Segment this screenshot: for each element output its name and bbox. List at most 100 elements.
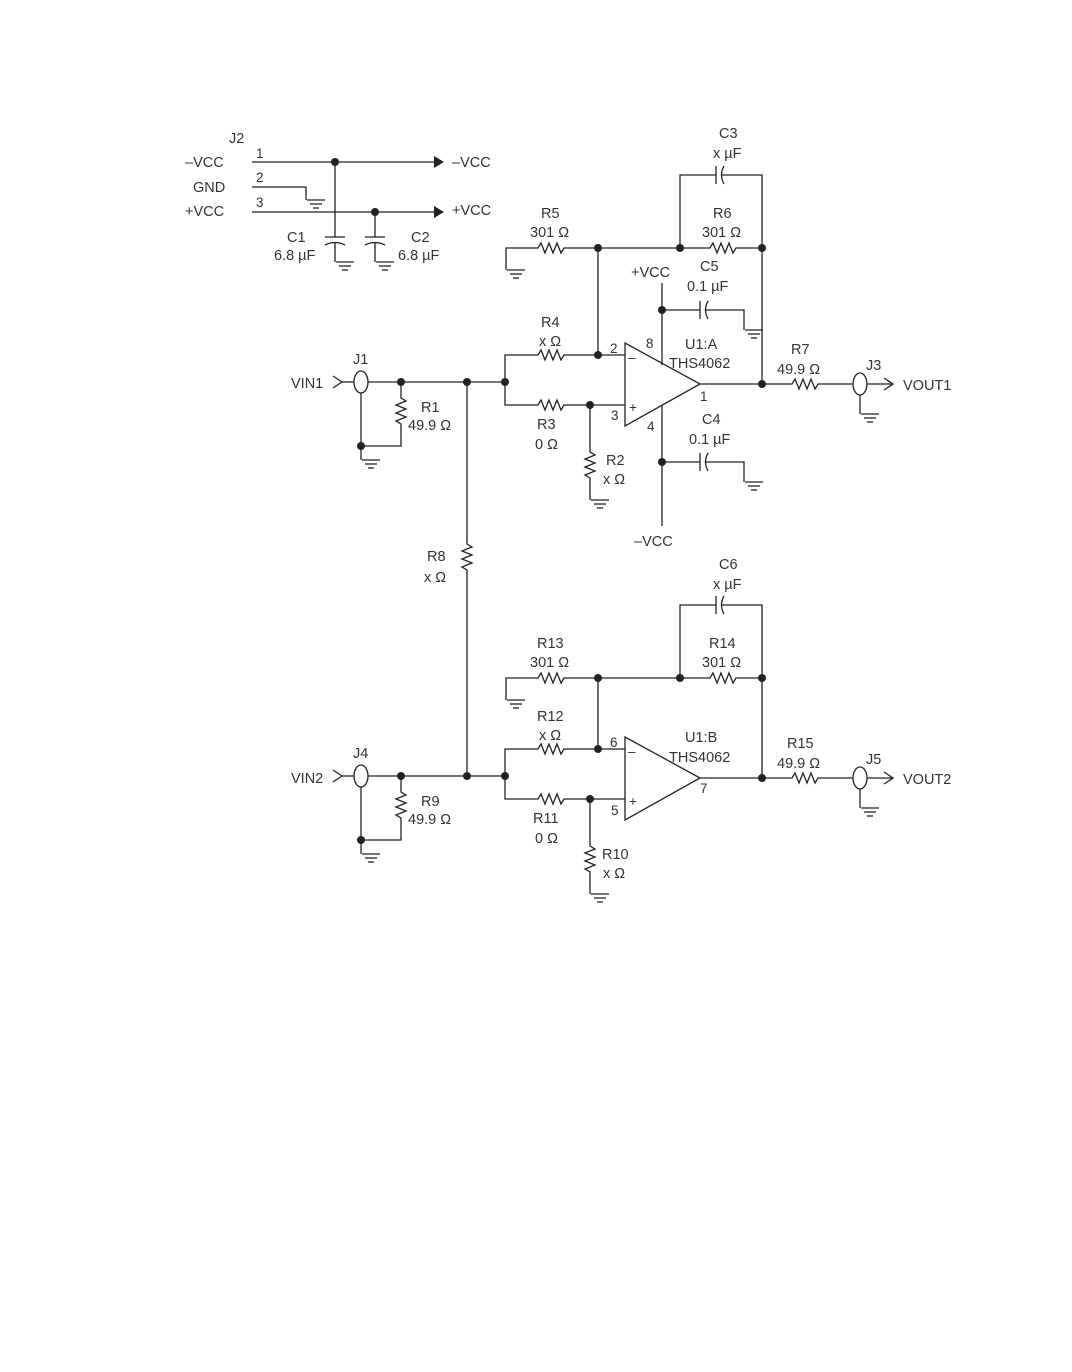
r14-ref: R14 xyxy=(709,636,736,652)
vin1-arrow xyxy=(332,375,344,389)
neg-rail-arrow xyxy=(434,156,444,168)
r3-ref: R3 xyxy=(537,417,556,433)
j5-jack-symbol xyxy=(852,766,868,790)
power-connector-section: J2 –VCC GND +VCC 1 2 3 –VCC +VCC C1 6.8 … xyxy=(185,131,491,271)
vout2-arrow xyxy=(867,771,895,785)
j1-jack-symbol xyxy=(353,370,369,394)
vin2-arrow xyxy=(332,769,344,783)
channel-2: VIN2 J4 R9 49.9 Ω R12 x Ω R11 0 Ω R10 x … xyxy=(291,557,951,903)
c6-lead xyxy=(722,604,763,778)
c3-lead xyxy=(722,174,763,384)
u1a-noninverting-sign: + xyxy=(629,400,637,415)
c5-ref: C5 xyxy=(700,259,719,275)
c1-plate-curved xyxy=(324,241,346,246)
vout1-arrow xyxy=(867,377,895,391)
vneg-label: –VCC xyxy=(634,534,673,550)
u1b-inverting-sign: – xyxy=(628,744,636,759)
vin2-label: VIN2 xyxy=(291,771,323,787)
r8-link: R8 x Ω xyxy=(424,382,474,776)
r9-resistor xyxy=(394,776,408,826)
r2-resistor xyxy=(583,405,597,500)
c1-ground-symbol xyxy=(335,261,355,271)
c2-value: 6.8 µF xyxy=(398,248,440,264)
u1b-noninverting-sign: + xyxy=(629,794,637,809)
c5-lead xyxy=(706,309,745,330)
j5-label: J5 xyxy=(866,752,881,768)
c2-ground-symbol xyxy=(375,261,395,271)
r11-value: 0 Ω xyxy=(535,831,558,847)
c1-value: 6.8 µF xyxy=(274,248,316,264)
r7-value: 49.9 Ω xyxy=(777,362,820,378)
c6-ref: C6 xyxy=(719,557,738,573)
junction-dot xyxy=(758,774,766,782)
r4-ref: R4 xyxy=(541,315,560,331)
r15-value: 49.9 Ω xyxy=(777,756,820,772)
r7-ref: R7 xyxy=(791,342,810,358)
r11-ref: R11 xyxy=(533,811,559,827)
junction-dot xyxy=(594,674,602,682)
r8-value: x Ω xyxy=(424,570,446,586)
r6-ref: R6 xyxy=(713,206,732,222)
j5-ground-symbol xyxy=(860,807,880,817)
r15-resistor xyxy=(700,771,853,785)
vpos-label: +VCC xyxy=(631,265,670,281)
j4-label: J4 xyxy=(353,746,368,762)
c4-plate-curved xyxy=(704,452,709,472)
c5-value: 0.1 µF xyxy=(687,279,729,295)
r3-value: 0 Ω xyxy=(535,437,558,453)
r14-value: 301 Ω xyxy=(702,655,741,671)
c2-plate-curved xyxy=(364,241,386,246)
c6-plate-curved xyxy=(720,595,725,615)
u1b-pin-inv: 6 xyxy=(610,735,618,750)
r1-resistor xyxy=(394,382,408,432)
c1-ref: C1 xyxy=(287,230,306,246)
r10-ref: R10 xyxy=(602,847,629,863)
j1-label: J1 xyxy=(353,352,368,368)
j2-pin3-name: +VCC xyxy=(185,204,224,220)
junction-dot xyxy=(397,378,405,386)
junction-dot xyxy=(463,772,471,780)
r5-resistor xyxy=(505,241,680,270)
r5-value: 301 Ω xyxy=(530,225,569,241)
c3-lead xyxy=(679,174,716,248)
j3-ground-symbol xyxy=(860,413,880,423)
c4-ref: C4 xyxy=(702,412,721,428)
c6-lead xyxy=(679,604,716,678)
r5-ground-symbol xyxy=(506,269,526,279)
u1a-pin-noninv: 3 xyxy=(611,408,619,423)
r1-value: 49.9 Ω xyxy=(408,418,451,434)
u1b-part: THS4062 xyxy=(669,750,730,766)
vout1-label: VOUT1 xyxy=(903,378,951,394)
j4-jack-symbol xyxy=(353,764,369,788)
channel-1: VIN1 J1 R1 49.9 Ω R4 x Ω R3 0 Ω R2 x Ω xyxy=(291,126,951,550)
r13-value: 301 Ω xyxy=(530,655,569,671)
r2-value: x Ω xyxy=(603,472,625,488)
r8-resistor xyxy=(460,382,474,776)
neg-rail-label: –VCC xyxy=(452,155,491,171)
j2-pin1-number: 1 xyxy=(256,146,264,161)
r15-ref: R15 xyxy=(787,736,814,752)
u1b-pin-out: 7 xyxy=(700,781,708,796)
r12-value: x Ω xyxy=(539,728,561,744)
c5-ground-symbol xyxy=(744,329,764,339)
r2-ground-symbol xyxy=(590,499,610,509)
r12-ref: R12 xyxy=(537,709,564,725)
r1-ref: R1 xyxy=(421,400,440,416)
c3-plate-curved xyxy=(720,165,725,185)
j2-pin1-name: –VCC xyxy=(185,155,224,171)
vin1-label: VIN1 xyxy=(291,376,323,392)
pos-rail-arrow xyxy=(434,206,444,218)
r1-return-wire xyxy=(361,432,402,447)
u1b-pin-noninv: 5 xyxy=(611,803,619,818)
j3-label: J3 xyxy=(866,358,881,374)
c3-ref: C3 xyxy=(719,126,738,142)
u1a-pin-inv: 2 xyxy=(610,341,618,356)
junction-dot xyxy=(357,836,365,844)
r11-resistor xyxy=(504,776,625,806)
u1a-inverting-sign: – xyxy=(628,350,636,365)
j4-ground-symbol xyxy=(361,853,381,863)
r6-resistor xyxy=(680,241,762,255)
r13-resistor xyxy=(505,671,680,700)
r12-resistor xyxy=(504,742,625,776)
r6-value: 301 Ω xyxy=(702,225,741,241)
